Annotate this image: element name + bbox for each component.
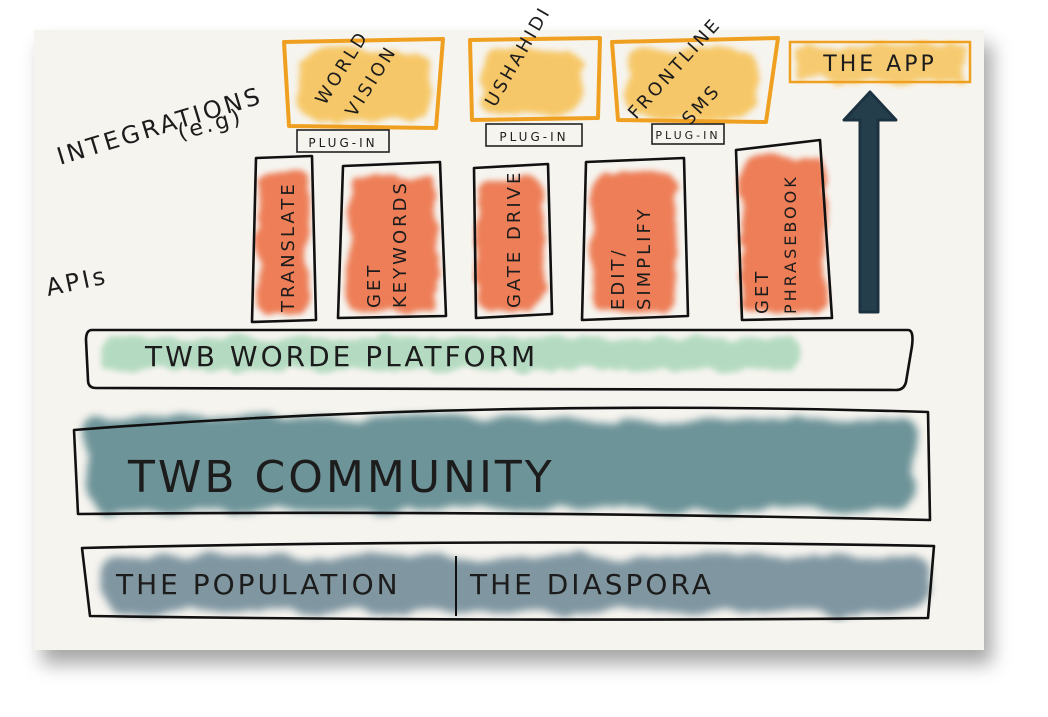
api-border (580, 156, 690, 322)
up-arrow-icon (842, 90, 898, 314)
api-wash (258, 172, 308, 314)
api-wash (592, 172, 676, 312)
api-label: KEYWORDS (390, 180, 411, 308)
plugin-box (485, 123, 583, 147)
the-app: THE APP (788, 40, 972, 84)
population-border (80, 541, 936, 621)
api-label: PHRASEBOOK (781, 174, 800, 314)
integrations-label: INTEGRATIONS (e.g) (54, 82, 266, 171)
api-label: GATE DRIVE (504, 170, 525, 308)
api-border (472, 162, 554, 320)
api-edit-simplify: EDIT/ SIMPLIFY (580, 156, 690, 322)
plugin-label: PLUG-IN (308, 136, 377, 150)
api-get-phrasebook: GET PHRASEBOOK (734, 138, 834, 322)
app-label: THE APP (822, 52, 936, 77)
plugin-label: PLUG-IN (655, 129, 720, 142)
integration-wash (626, 48, 756, 118)
integration-world-vision: WORLD VISION PLUG-IN (282, 27, 445, 153)
population-wash (104, 556, 924, 612)
community-wash (86, 418, 918, 510)
api-wash (742, 156, 826, 312)
api-label: TRANSLATE (278, 181, 299, 313)
api-label: GET (364, 263, 385, 308)
integration-border (468, 36, 602, 122)
layer-platform: TWB WORDE PLATFORM (84, 328, 914, 392)
app-border (788, 40, 972, 84)
plugin-box (651, 123, 725, 145)
platform-wash (100, 338, 800, 370)
apis-label: APIs (43, 261, 110, 301)
api-label: SIMPLIFY (634, 206, 655, 310)
api-gate-drive: GATE DRIVE (472, 162, 554, 320)
plugin-box (296, 129, 390, 153)
platform-label: TWB WORDE PLATFORM (144, 340, 538, 373)
community-border (72, 406, 932, 522)
integration-wash (482, 50, 582, 114)
api-border (250, 154, 318, 324)
community-label: TWB COMMUNITY (127, 452, 555, 503)
plugin-label: PLUG-IN (499, 130, 568, 144)
layer-population-diaspora: THE POPULATION THE DIASPORA (80, 541, 936, 621)
api-translate: TRANSLATE (250, 154, 318, 324)
app-wash (796, 46, 966, 82)
integration-ushahidi: USHAHIDI PLUG-IN (468, 3, 602, 147)
population-label: THE POPULATION (115, 568, 401, 601)
platform-border (84, 328, 914, 392)
api-label: EDIT/ (608, 247, 629, 310)
api-label: GET (752, 269, 773, 314)
integration-border (282, 37, 445, 130)
layer-community: TWB COMMUNITY (72, 406, 932, 522)
integration-border (610, 36, 780, 124)
api-border (336, 160, 448, 320)
api-wash (478, 180, 544, 312)
integration-frontline-sms: FRONTLINE SMS PLUG-IN (610, 14, 780, 145)
api-border (734, 138, 834, 322)
integration-wash (300, 50, 430, 120)
api-wash (348, 176, 438, 312)
api-get-keywords: GET KEYWORDS (336, 160, 448, 320)
diaspora-label: THE DIASPORA (469, 568, 714, 601)
